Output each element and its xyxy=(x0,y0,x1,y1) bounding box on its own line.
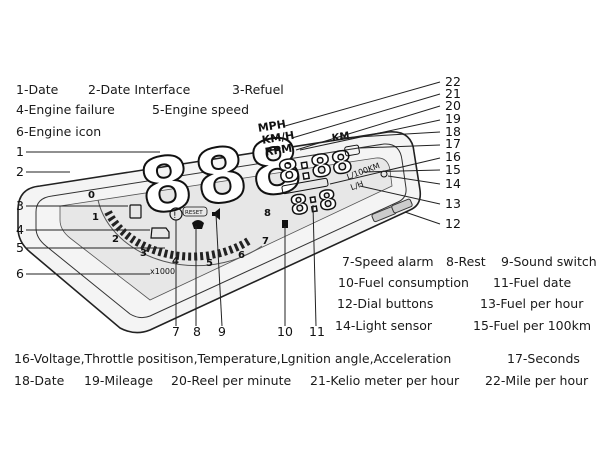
leader-line-16 xyxy=(329,157,441,185)
gauge-tick-8: 8 xyxy=(264,208,271,219)
callout-number-12: 12 xyxy=(445,216,461,231)
callout-number-15: 15 xyxy=(445,162,461,177)
unit-lh-label: L/H xyxy=(349,179,364,192)
callout-number-10: 10 xyxy=(277,324,293,339)
callout-number-9: 9 xyxy=(218,324,226,339)
callout-number-1: 1 xyxy=(16,144,24,159)
gauge-tick-2: 2 xyxy=(112,234,119,245)
legend-item-21: 21-Kelio meter per hour xyxy=(310,373,460,388)
gauge-tick-1: 1 xyxy=(92,212,99,223)
legend-item-15: 15-Fuel per 100km xyxy=(473,318,591,333)
leader-line-13 xyxy=(359,185,441,205)
leader-line-20 xyxy=(295,105,441,151)
callout-number-6: 6 xyxy=(16,266,24,281)
legend-item-17: 17-Seconds xyxy=(507,351,580,366)
leader-line-22 xyxy=(284,81,441,127)
reset-label: RESET xyxy=(185,210,203,216)
legend-item-18: 18-Date xyxy=(14,373,65,388)
unit-rpm-label: RPM xyxy=(264,142,293,159)
legend-item-20: 20-Reel per minute xyxy=(171,373,292,388)
callout-leader-lines xyxy=(26,81,441,327)
callout-number-5: 5 xyxy=(16,240,24,255)
callout-number-18: 18 xyxy=(445,124,461,139)
callout-number-21: 21 xyxy=(445,86,461,101)
legend-item-12: 12-Dial buttons xyxy=(337,296,434,311)
legend-item-14: 14-Light sensor xyxy=(335,318,433,333)
gauge-tick-6: 6 xyxy=(238,250,245,261)
callout-number-7: 7 xyxy=(172,324,180,339)
gauge-tick-7: 7 xyxy=(262,236,269,247)
unit-kmh-label: KM/H xyxy=(261,129,295,147)
speed-alarm-glyph: ! xyxy=(173,211,177,221)
unit-km-label: KM xyxy=(331,131,350,145)
gauge-tick-5: 5 xyxy=(206,258,213,269)
rpm-arc-gauge xyxy=(104,210,253,261)
callout-number-17: 17 xyxy=(445,136,461,151)
legend-item-10: 10-Fuel consumption xyxy=(338,275,469,290)
callout-number-3: 3 xyxy=(16,198,24,213)
device-screen xyxy=(59,157,393,301)
legend-item-22: 22-Mile per hour xyxy=(485,373,589,388)
legend-item-19: 19-Mileage xyxy=(84,373,154,388)
rpm-digits: 8:88 xyxy=(276,145,355,191)
leader-line-19 xyxy=(299,119,441,151)
legend-item-2: 2-Date Interface xyxy=(88,82,191,97)
leader-line-21 xyxy=(291,93,441,139)
callout-number-11: 11 xyxy=(309,324,325,339)
fuel-consumption-icon xyxy=(282,220,288,228)
leader-line-11 xyxy=(312,204,317,327)
callout-number-20: 20 xyxy=(445,98,461,113)
leader-line-9 xyxy=(215,213,223,327)
device-inner-bezel xyxy=(35,143,407,319)
legend-item-13: 13-Fuel per hour xyxy=(480,296,584,311)
unit-mph-label: MPH xyxy=(257,118,287,135)
refuel-icon xyxy=(129,204,142,219)
leader-line-14 xyxy=(387,175,441,185)
callout-number-4: 4 xyxy=(16,222,24,237)
leader-line-17 xyxy=(359,144,441,149)
legend-item-4: 4-Engine failure xyxy=(16,102,115,117)
callout-number-16: 16 xyxy=(445,149,461,164)
legend-item-1: 1-Date xyxy=(16,82,59,97)
dial-button-b[interactable] xyxy=(391,198,413,214)
gauge-multiplier: x1000 xyxy=(150,267,175,276)
leader-line-12 xyxy=(404,211,441,225)
legend-item-3: 3-Refuel xyxy=(232,82,284,97)
gauge-tick-0: 0 xyxy=(88,190,95,201)
status-bar-cells xyxy=(281,177,329,195)
legend-item-5: 5-Engine speed xyxy=(152,102,250,117)
leader-line-18 xyxy=(339,131,441,139)
callout-number-8: 8 xyxy=(193,324,201,339)
legend-item-9: 9-Sound switch xyxy=(501,254,597,269)
leader-line-15 xyxy=(361,169,441,173)
rest-icon xyxy=(192,220,204,229)
legend-item-8: 8-Rest xyxy=(446,254,486,269)
seconds-indicator xyxy=(344,144,360,157)
callout-number-2: 2 xyxy=(16,164,24,179)
callout-number-19: 19 xyxy=(445,111,461,126)
legend-item-6: 6-Engine icon xyxy=(16,124,102,139)
reset-badge xyxy=(182,206,208,217)
callout-number-22: 22 xyxy=(445,74,461,89)
legend-item-11: 11-Fuel date xyxy=(493,275,572,290)
gauge-tick-3: 3 xyxy=(140,248,147,259)
callout-number-14: 14 xyxy=(445,176,461,191)
legend-item-16: 16-Voltage,Throttle positison,Temperatur… xyxy=(14,351,452,366)
callout-number-13: 13 xyxy=(445,196,461,211)
legend-item-7: 7-Speed alarm xyxy=(342,254,434,269)
rpm-arc-outer xyxy=(97,199,263,267)
engine-failure-icon xyxy=(150,227,170,239)
